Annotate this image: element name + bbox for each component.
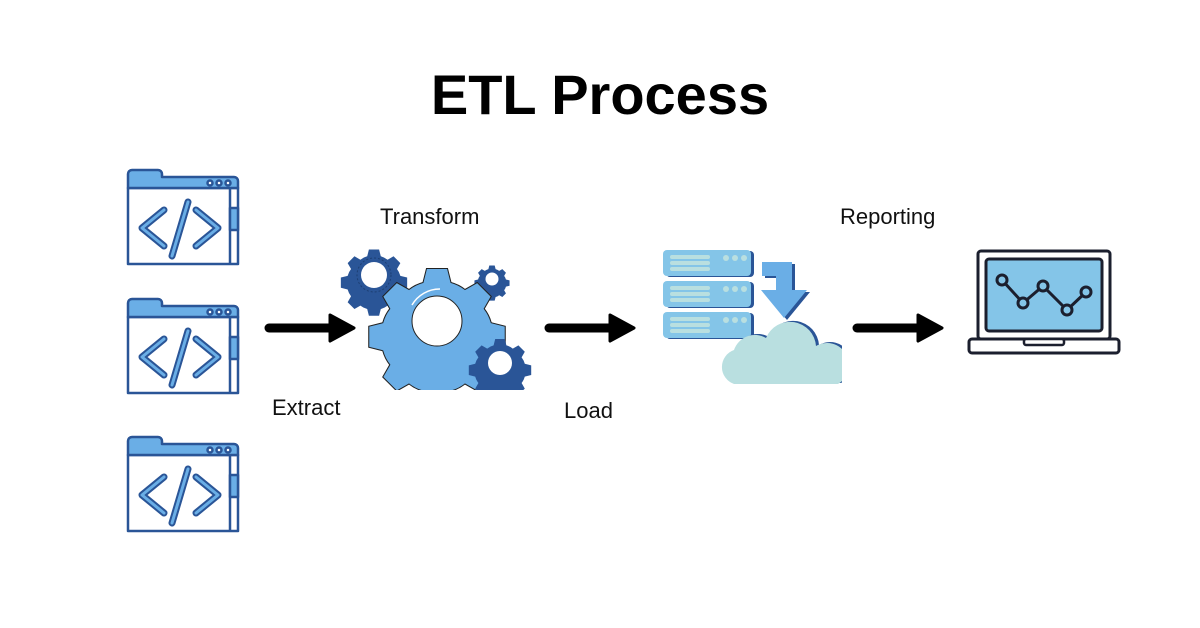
code-window-icon xyxy=(126,168,240,266)
code-window-icon xyxy=(126,297,240,395)
extract-label: Extract xyxy=(272,395,341,420)
server-to-cloud-icon xyxy=(663,250,842,384)
arrow-right-icon xyxy=(544,313,636,343)
code-window-icon xyxy=(126,435,240,533)
arrow-right-icon xyxy=(852,313,944,343)
laptop-chart-icon xyxy=(967,249,1121,355)
gears-icon xyxy=(340,249,532,390)
transform-label: Transform xyxy=(380,204,480,229)
arrow-right-icon xyxy=(264,313,356,343)
load-label: Load xyxy=(564,398,613,423)
page-title: ETL Process xyxy=(430,63,770,126)
reporting-label: Reporting xyxy=(840,204,936,229)
